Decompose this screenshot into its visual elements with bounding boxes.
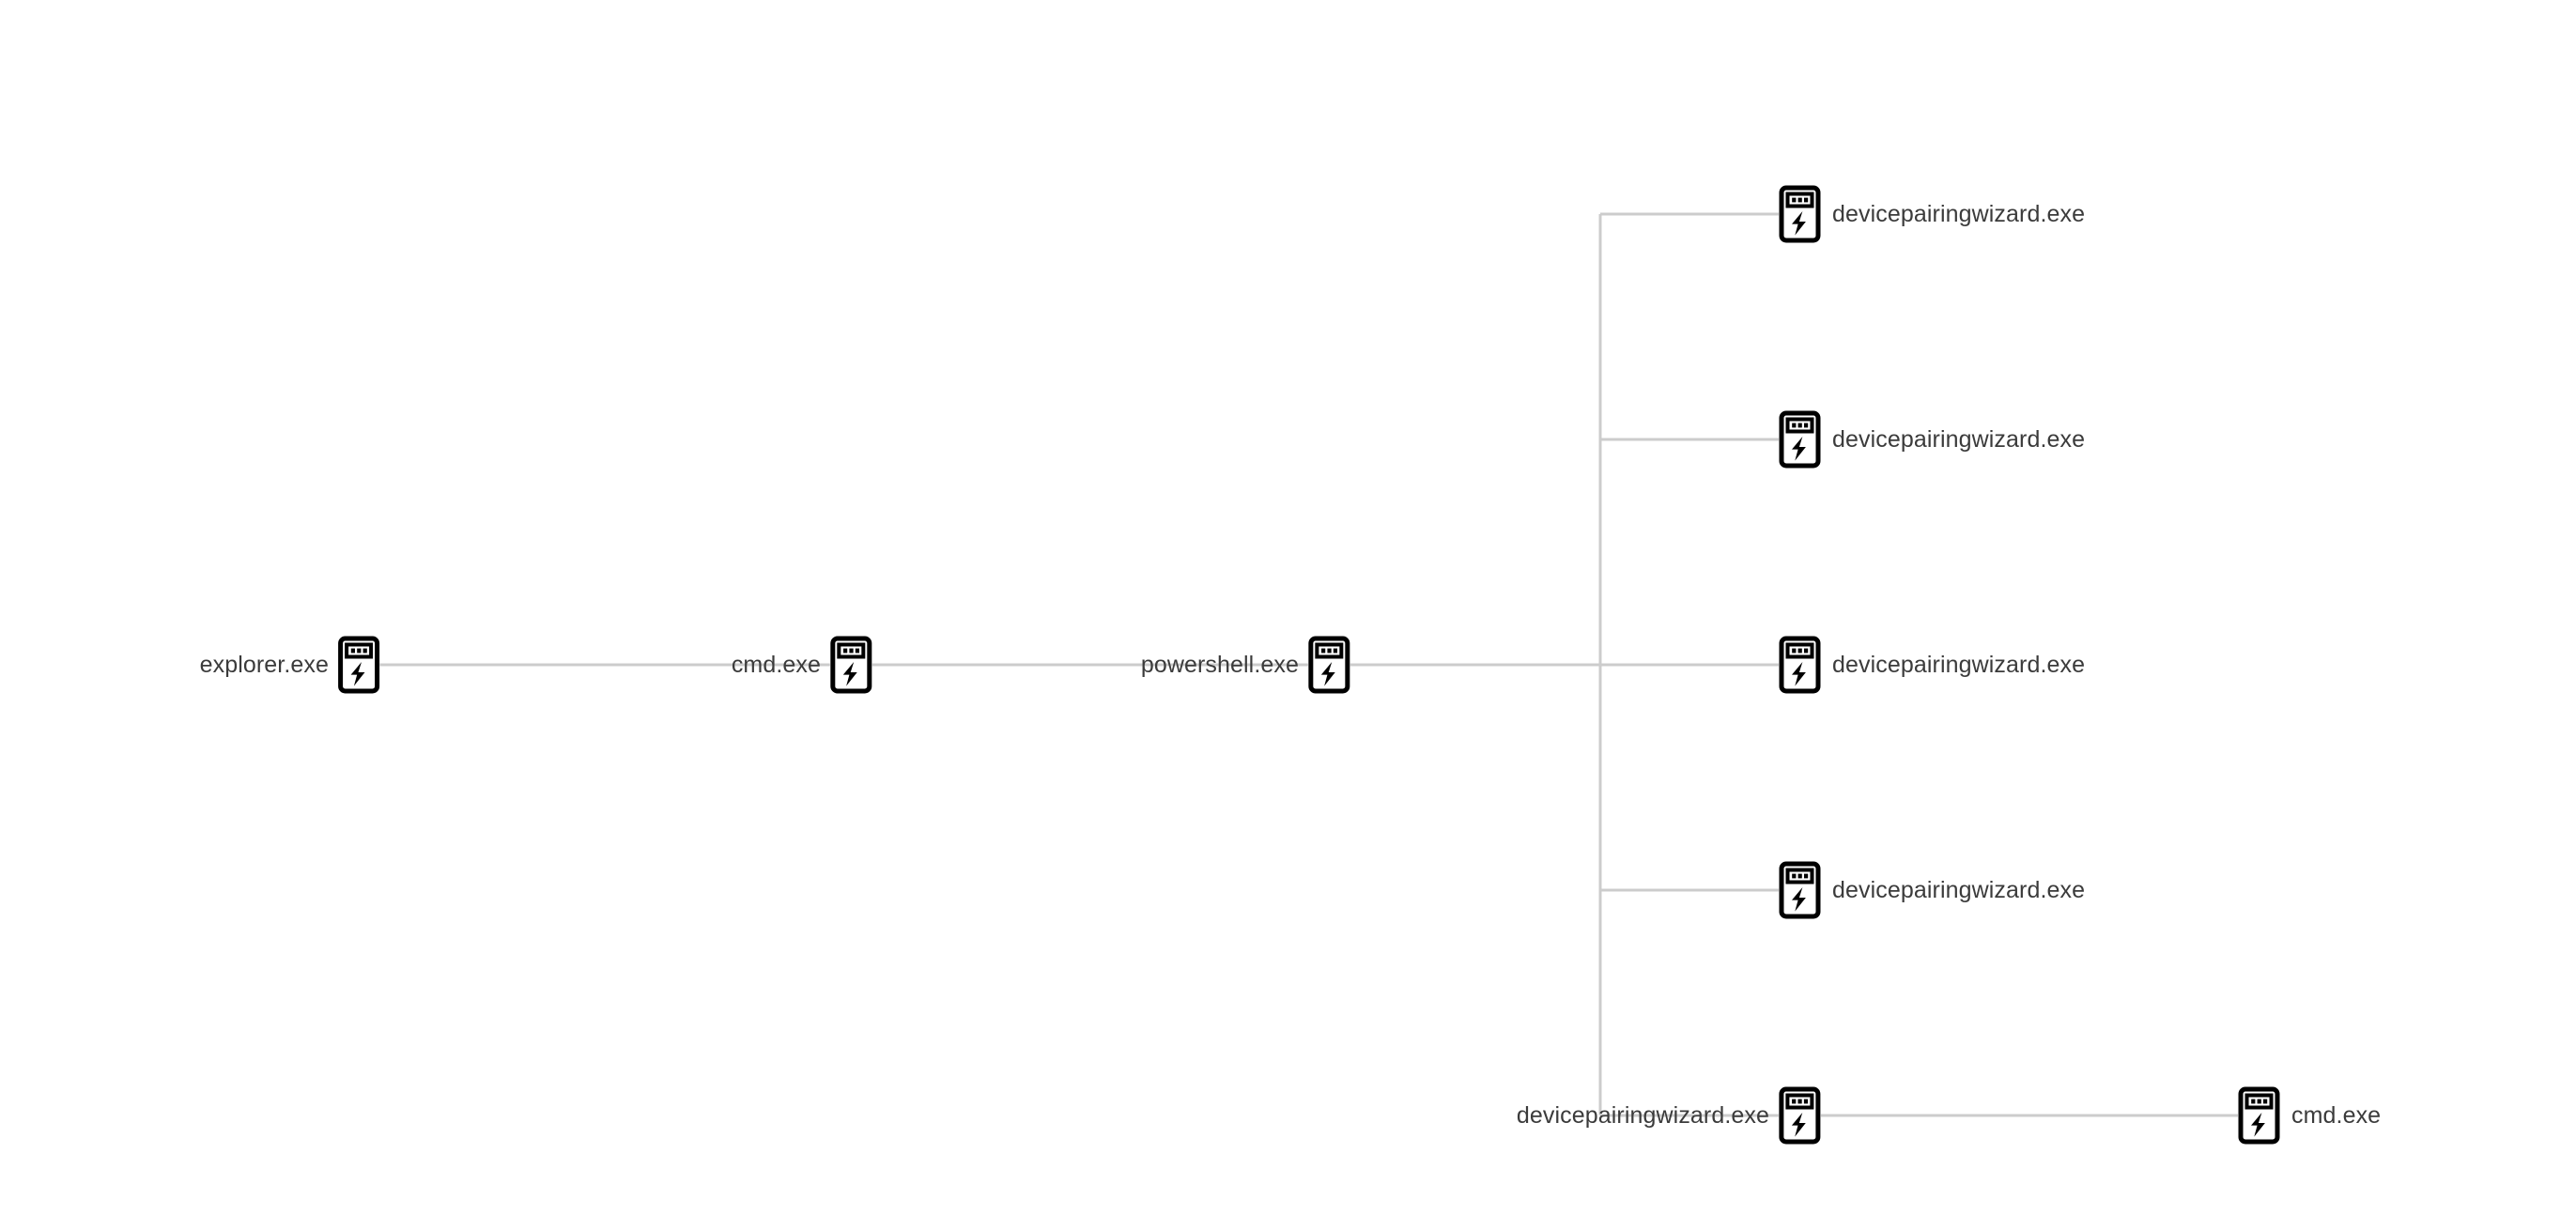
process-executable-icon (1779, 410, 1821, 469)
process-node-cmd-1[interactable]: cmd.exe (732, 636, 872, 694)
process-executable-icon[interactable] (1779, 861, 1821, 919)
process-node-label: explorer.exe (199, 651, 329, 678)
process-node-label: devicepairingwizard.exe (1832, 200, 2086, 227)
process-executable-icon[interactable] (1308, 636, 1350, 694)
process-node-dpw-3[interactable]: devicepairingwizard.exe (1779, 636, 2085, 694)
process-node-cmd-2[interactable]: cmd.exe (2238, 1086, 2381, 1145)
process-node-label: powershell.exe (1140, 651, 1299, 678)
process-executable-icon (2238, 1086, 2280, 1145)
process-executable-icon (338, 636, 380, 694)
process-executable-icon[interactable] (1779, 410, 1821, 469)
process-executable-icon[interactable] (2238, 1086, 2280, 1145)
process-node-label: cmd.exe (731, 651, 821, 678)
process-executable-icon (1308, 636, 1350, 694)
process-executable-icon[interactable] (1779, 636, 1821, 694)
process-node-label: devicepairingwizard.exe (1516, 1101, 1769, 1129)
process-executable-icon (1779, 185, 1821, 243)
process-node-label: devicepairingwizard.exe (1832, 876, 2086, 903)
process-node-powershell[interactable]: powershell.exe (1141, 636, 1350, 694)
process-executable-icon (830, 636, 872, 694)
process-node-dpw-1[interactable]: devicepairingwizard.exe (1779, 185, 2085, 243)
process-node-explorer[interactable]: explorer.exe (200, 636, 380, 694)
process-executable-icon[interactable] (338, 636, 380, 694)
process-node-label: devicepairingwizard.exe (1832, 425, 2086, 453)
process-node-label: cmd.exe (2291, 1101, 2382, 1129)
process-node-dpw-2[interactable]: devicepairingwizard.exe (1779, 410, 2085, 469)
process-executable-icon (1779, 1086, 1821, 1145)
process-node-label: devicepairingwizard.exe (1832, 651, 2086, 678)
process-node-dpw-4[interactable]: devicepairingwizard.exe (1779, 861, 2085, 919)
process-executable-icon (1779, 861, 1821, 919)
process-executable-icon (1779, 636, 1821, 694)
process-executable-icon[interactable] (830, 636, 872, 694)
process-executable-icon[interactable] (1779, 185, 1821, 243)
process-executable-icon[interactable] (1779, 1086, 1821, 1145)
process-node-dpw-5[interactable]: devicepairingwizard.exe (1517, 1086, 1821, 1145)
